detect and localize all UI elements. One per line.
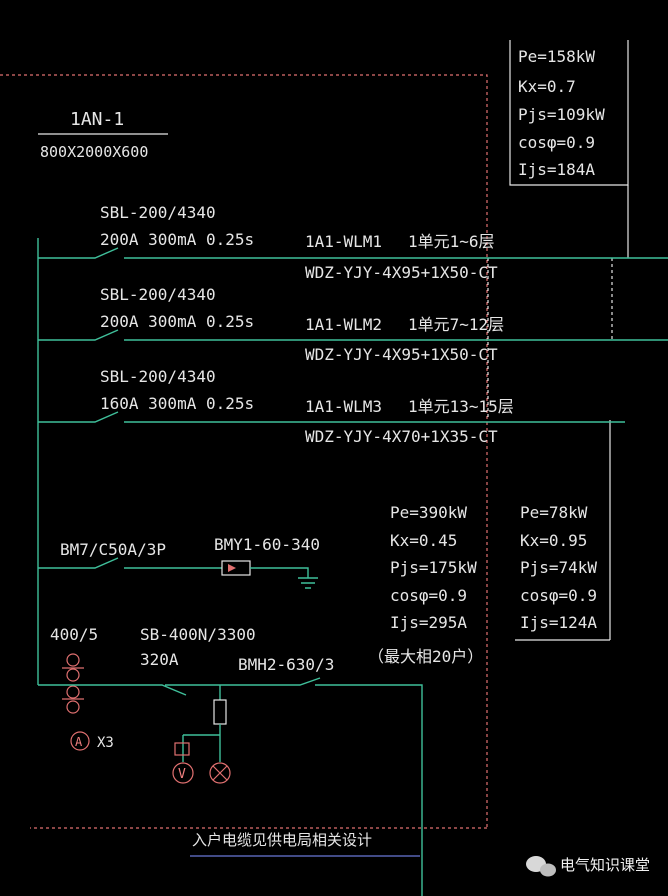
metering-branch: [182, 724, 221, 762]
load-box-top-frame: [509, 40, 629, 186]
feeder-2-cable: WDZ-YJY-4X95+1X50-CT: [305, 345, 498, 364]
spd-branch-line: [38, 557, 222, 569]
load-top-ijs: Ijs=184A: [518, 160, 595, 179]
feeder-1-cable: WDZ-YJY-4X95+1X50-CT: [305, 263, 498, 282]
ct-ratio: 400/5: [50, 625, 98, 644]
load-right-cos: cosφ=0.9: [520, 586, 597, 605]
spd-ground-lead: [250, 567, 309, 578]
load-right-kx: Kx=0.95: [520, 531, 587, 550]
voltmeter-switch-icon: [174, 742, 190, 756]
panel-name: 1AN-1: [70, 109, 124, 130]
feeder-3-circuit: 1A1-WLM3: [305, 397, 382, 416]
load-mid-ijs: Ijs=295A: [390, 613, 467, 632]
voltmeter-icon: [172, 762, 194, 784]
feeder-2-rating: 200A 300mA 0.25s: [100, 312, 254, 331]
feeder-1-desc: 1单元1~6层: [408, 232, 495, 251]
load-top-pe: Pe=158kW: [518, 47, 595, 66]
watermark-text: 电气知识课堂: [560, 856, 650, 874]
feeder-3-desc: 1单元13~15层: [408, 397, 514, 416]
ammeter-icon: [70, 731, 90, 751]
load-mid-note: （最大相20户）: [368, 647, 483, 666]
feeder-2-breaker: SBL-200/4340: [100, 285, 216, 304]
feeder-3-cable: WDZ-YJY-4X70+1X35-CT: [305, 427, 498, 446]
load-mid-cos: cosφ=0.9: [390, 586, 467, 605]
main-breaker-label: SB-400N/3300: [140, 625, 256, 644]
load-right-ijs: Ijs=124A: [520, 613, 597, 632]
spd-device-label: BMY1-60-340: [214, 535, 320, 554]
fuse-icon: [213, 699, 227, 725]
load-top-kx: Kx=0.7: [518, 77, 576, 96]
feeder-2-circuit: 1A1-WLM2: [305, 315, 382, 334]
load-top-cos: cosφ=0.9: [518, 133, 595, 152]
voltmeter-symbol: V: [178, 767, 186, 782]
load-right-pjs: Pjs=74kW: [520, 558, 597, 577]
spd-arrow-icon: [228, 564, 236, 572]
panel-size: 800X2000X600: [40, 143, 148, 161]
main-breaker-rating: 320A: [140, 650, 179, 669]
current-transformer-icon: [62, 653, 84, 714]
incoming-main-line: [38, 677, 423, 896]
spd-breaker-label: BM7/C50A/3P: [60, 540, 166, 559]
feeder-1-rating: 200A 300mA 0.25s: [100, 230, 254, 249]
wechat-icon: [526, 856, 556, 877]
feeder-3-breaker: SBL-200/4340: [100, 367, 216, 386]
feeder-3-line: [38, 411, 625, 423]
load-mid-pjs: Pjs=175kW: [390, 558, 477, 577]
load-mid-pe: Pe=390kW: [390, 503, 467, 522]
load-mid-kx: Kx=0.45: [390, 531, 457, 550]
load-top-pjs: Pjs=109kW: [518, 105, 605, 124]
indicator-lamp-icon: [209, 762, 231, 784]
feeder-3-rating: 160A 300mA 0.25s: [100, 394, 254, 413]
load-right-pe: Pe=78kW: [520, 503, 588, 522]
feeder-2-line: [38, 329, 668, 341]
feeder-1-circuit: 1A1-WLM1: [305, 232, 382, 251]
ammeter-count: X3: [97, 735, 114, 751]
ground-icon: [298, 577, 318, 589]
ammeter-symbol: A: [75, 735, 83, 749]
lamp-cross-icon: [212, 765, 228, 781]
feeder-1-breaker: SBL-200/4340: [100, 203, 216, 222]
feeder-2-desc: 1单元7~12层: [408, 315, 504, 334]
panel-outline: [0, 74, 488, 828]
isolator-label: BMH2-630/3: [238, 655, 334, 674]
feeder-1-line: [38, 247, 668, 259]
footer-note: 入户电缆见供电局相关设计: [192, 831, 372, 849]
